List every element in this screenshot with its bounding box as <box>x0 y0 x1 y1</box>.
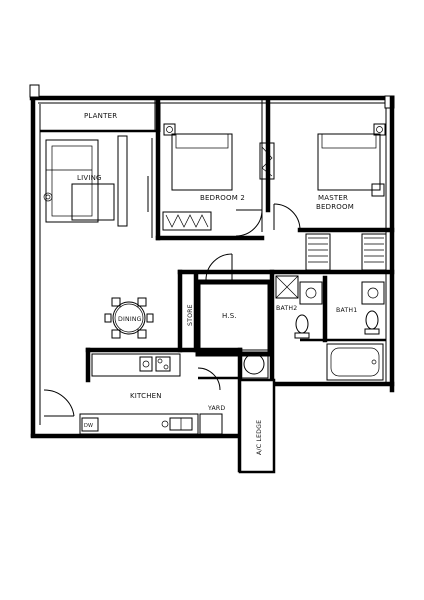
bedroom-2-label: BEDROOM 2 <box>200 194 245 202</box>
bath-2: BATH2 <box>269 269 328 381</box>
dishwasher-label: DW <box>84 423 93 429</box>
living-label: LIVING <box>77 174 102 182</box>
bed-master <box>317 133 381 191</box>
kitchen-label: KITCHEN <box>130 392 162 400</box>
bath-2-label: BATH2 <box>276 305 297 312</box>
yard-label: YARD <box>207 405 225 412</box>
toilet-bath-1 <box>365 310 379 330</box>
corridor-closets <box>305 233 387 271</box>
store-and-shelter: STORE H.S. <box>177 253 273 357</box>
master-bedroom-label-line1: MASTER <box>318 194 348 202</box>
ac-ledge: A/C LEDGE <box>238 378 276 474</box>
living-room: LIVING <box>43 135 128 227</box>
toilet-bath-2 <box>295 314 309 334</box>
bathtub <box>326 343 384 381</box>
coffee-table <box>71 183 115 221</box>
tv-console <box>117 135 128 227</box>
household-shelter-label: H.S. <box>222 312 237 320</box>
bedroom-2: BEDROOM 2 <box>162 123 263 237</box>
store-label: STORE <box>187 304 194 326</box>
master-bedroom: MASTER BEDROOM <box>273 123 386 231</box>
bed-bedroom-2 <box>171 133 233 191</box>
dining-area: DINING <box>104 297 154 339</box>
exterior-walls <box>29 84 395 439</box>
ac-ledge-label: A/C LEDGE <box>256 420 263 455</box>
washing-machine <box>239 349 269 379</box>
shared-closet <box>259 142 275 180</box>
planter: PLANTER <box>40 100 161 133</box>
bath-1-label: BATH1 <box>336 307 357 314</box>
kitchen-lower-wall-detail <box>199 413 223 435</box>
dining-table <box>112 301 146 335</box>
dishwasher <box>81 417 99 432</box>
bedroom-walls <box>147 97 395 275</box>
sofa <box>45 139 99 223</box>
kitchen: DW KITCHEN <box>43 347 243 435</box>
wardrobe-bedroom-2 <box>162 211 212 231</box>
bath-1: BATH1 <box>325 281 386 381</box>
dining-label: DINING <box>118 316 142 323</box>
planter-label: PLANTER <box>84 112 117 120</box>
master-bedroom-label-line2: BEDROOM <box>316 203 354 211</box>
